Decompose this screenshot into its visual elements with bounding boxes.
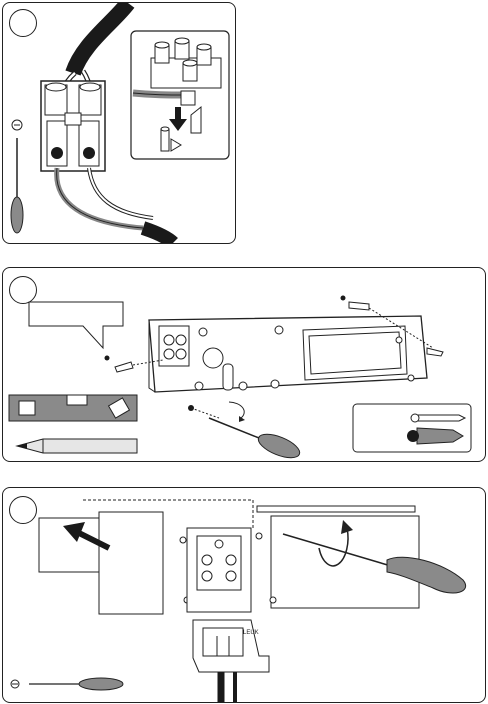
screwdriver-cross-icon <box>188 402 303 461</box>
step-2-panel <box>2 267 486 462</box>
terminal-block <box>41 81 105 171</box>
pencil-icon <box>17 439 137 453</box>
spirit-level-icon <box>9 395 137 421</box>
hardware-inset <box>353 404 471 452</box>
back-plate <box>149 316 427 392</box>
wiring-illustration <box>3 3 235 243</box>
center-bracket <box>187 528 251 612</box>
bracket-marking: LEUK <box>243 630 259 636</box>
step-3-panel: LEUK <box>2 487 486 703</box>
inset-detail <box>131 31 229 159</box>
callout-box <box>29 302 123 348</box>
cable-bottom <box>143 228 173 243</box>
mounting-illustration <box>3 268 485 461</box>
step-1-panel <box>2 2 236 244</box>
screw-icon <box>411 414 465 422</box>
screwdriver-flat-icon-small <box>11 678 123 690</box>
wire-bottom-left <box>57 168 143 228</box>
cable-top <box>73 3 128 73</box>
cover-illustration <box>3 488 485 702</box>
screwdriver-flat-icon <box>11 120 23 233</box>
